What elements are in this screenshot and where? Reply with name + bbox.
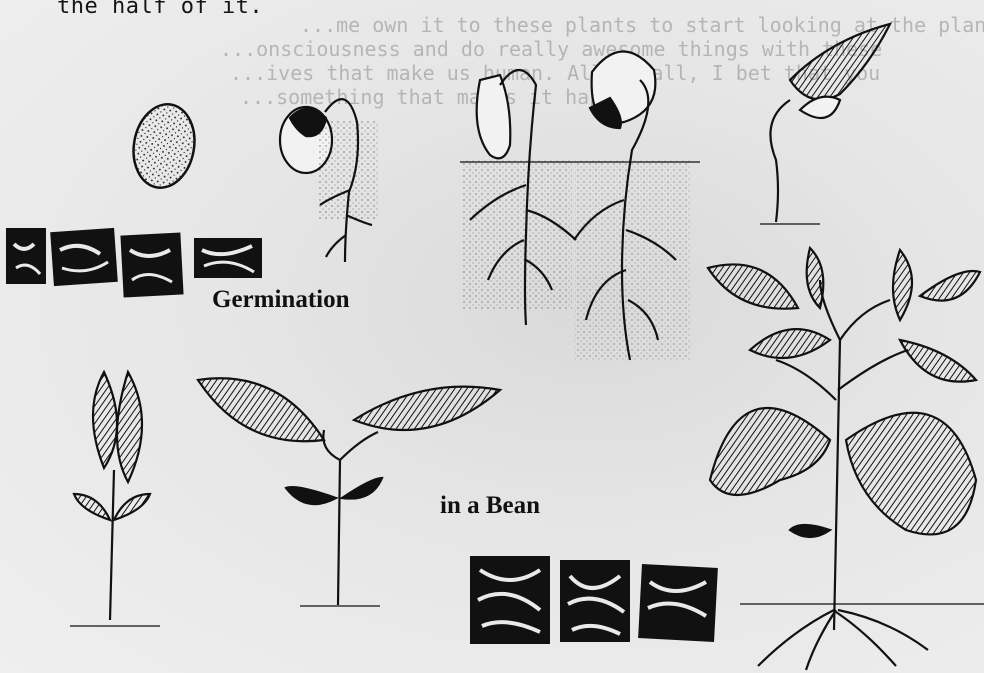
upright-sprout (760, 24, 890, 224)
emerging-seedling (574, 51, 690, 360)
bean-seed (127, 99, 201, 192)
title-in-a-bean: in a Bean (440, 492, 540, 520)
title-germination: Germination (212, 286, 350, 314)
young-plant-folded-leaves (70, 372, 160, 626)
sprouting-seed (280, 99, 378, 262)
mature-bean-plant (708, 248, 984, 670)
seed-coat-pattern-strip-2 (470, 556, 718, 644)
